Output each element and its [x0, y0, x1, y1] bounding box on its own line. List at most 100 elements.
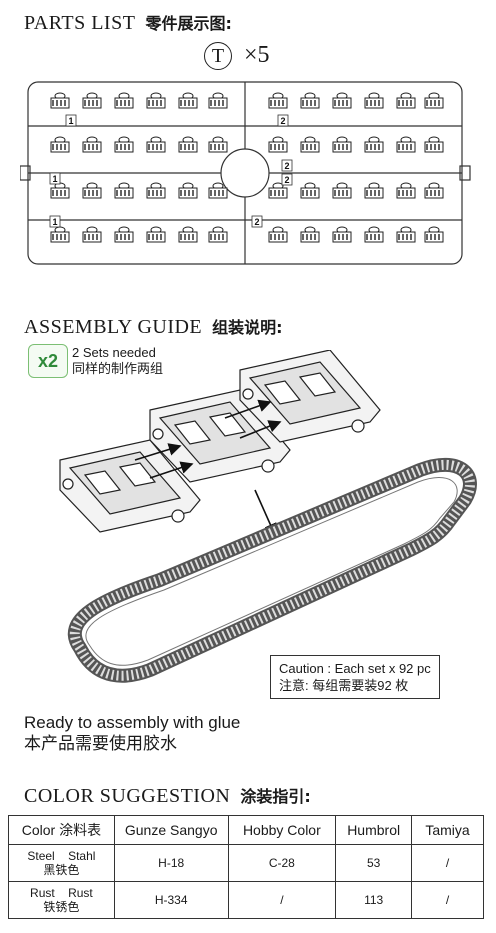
color-name-en: Rust: [30, 886, 55, 900]
caution-cn: 注意: 每组需要装92 枚: [279, 678, 409, 693]
sprue-track-link: [300, 182, 320, 199]
sprue-track-link: [396, 136, 416, 153]
sprue-track-link: [178, 182, 198, 199]
sprue-track-link: [268, 136, 288, 153]
col-header-tamiya: Tamiya: [411, 815, 484, 845]
sprue-track-link: [82, 182, 102, 199]
color-title-cn: 涂装指引:: [240, 787, 311, 806]
sprue-track-link: [396, 92, 416, 109]
sprue-track-link: [178, 226, 198, 243]
sprue-diagram: 1 2 2 2 2 1 1: [20, 81, 471, 265]
sprue-label: T ×5: [204, 42, 270, 70]
color-table: Color 涂料表 Gunze Sangyo Hobby Color Humbr…: [8, 815, 484, 919]
hobby-cell: /: [227, 881, 337, 919]
sprue-track-link: [396, 182, 416, 199]
sprue-track-link: [300, 226, 320, 243]
humbrol-cell: 113: [335, 881, 413, 919]
part-number-1c: 1: [53, 217, 58, 227]
assembly-title: ASSEMBLY GUIDE 组装说明:: [24, 314, 283, 339]
sprue-track-link: [424, 92, 444, 109]
assembly-diagram: [59, 350, 477, 683]
color-name-en: Steel: [27, 849, 55, 863]
sprue-track-link: [332, 136, 352, 153]
sets-needed-note: 2 Sets needed 同样的制作两组: [72, 345, 163, 377]
glue-note-en: Ready to assembly with glue: [24, 713, 241, 732]
sprue-track-link: [364, 182, 384, 199]
gunze-cell: H-334: [113, 881, 229, 919]
col-header-humbrol: Humbrol: [335, 815, 413, 845]
sprue-track-link: [208, 182, 228, 199]
table-row: Steel Stahl 黑铁色 H-18 C-28 53 /: [8, 844, 484, 882]
sprue-track-link: [114, 182, 134, 199]
sprue-track-link: [364, 226, 384, 243]
sprue-track-link: [208, 136, 228, 153]
sprue-track-link: [332, 92, 352, 109]
sprue-letter-badge: T: [204, 42, 232, 70]
sprue-center-gate: [220, 148, 270, 198]
parts-list-title-cn: 零件展示图:: [145, 14, 232, 33]
sprue-track-link: [208, 92, 228, 109]
part-number-2b: 2: [285, 161, 290, 171]
sprue-track-link: [332, 182, 352, 199]
color-name-cn: 铁锈色: [43, 900, 80, 914]
sprue-track-link: [178, 136, 198, 153]
color-name-de: Rust: [68, 886, 93, 900]
sprue-track-link: [114, 92, 134, 109]
sprue-track-link: [178, 92, 198, 109]
sprue-track-link: [114, 136, 134, 153]
sprue-track-link: [50, 226, 70, 243]
track-loop: [67, 457, 477, 683]
caution-en: Caution : Each set x 92 pc: [279, 661, 431, 676]
color-title: COLOR SUGGESTION 涂装指引:: [24, 783, 311, 808]
assembly-title-cn: 组装说明:: [212, 318, 283, 337]
color-name-cell: Steel Stahl 黑铁色: [8, 844, 115, 882]
sprue-track-link: [50, 92, 70, 109]
part-number-2c: 2: [285, 175, 290, 185]
part-number-2: 2: [281, 116, 286, 126]
hobby-cell: C-28: [227, 844, 337, 882]
sets-needed-en: 2 Sets needed: [72, 345, 156, 360]
assembly-title-en: ASSEMBLY GUIDE: [24, 316, 203, 338]
col-header-gunze: Gunze Sangyo: [113, 815, 229, 845]
glue-note-cn: 本产品需要使用胶水: [24, 734, 177, 753]
sprue-track-link: [364, 92, 384, 109]
sprue-track-links: [50, 92, 444, 243]
sprue-track-link: [208, 226, 228, 243]
sprue-track-link: [364, 136, 384, 153]
sprue-track-link: [300, 136, 320, 153]
sprue-track-link: [396, 226, 416, 243]
tamiya-cell: /: [411, 844, 484, 882]
sets-needed-cn: 同样的制作两组: [72, 361, 164, 376]
sprue-quantity: ×5: [244, 42, 270, 68]
sprue-track-link: [146, 182, 166, 199]
sprue-track-link: [146, 92, 166, 109]
sprue-track-link: [424, 226, 444, 243]
sprue-track-link: [146, 136, 166, 153]
color-name-cn: 黑铁色: [43, 863, 80, 877]
parts-list-title-en: PARTS LIST: [24, 12, 136, 34]
sprue-track-link: [82, 92, 102, 109]
sprue-track-link: [146, 226, 166, 243]
sprue-track-link: [424, 182, 444, 199]
track-link-group: [59, 350, 381, 533]
part-number-2d: 2: [255, 217, 260, 227]
part-number-1: 1: [69, 116, 74, 126]
color-name-de: Stahl: [68, 849, 96, 863]
parts-list-title: PARTS LIST 零件展示图:: [24, 10, 232, 35]
glue-note: Ready to assembly with glue 本产品需要使用胶水: [24, 712, 240, 754]
sprue-track-link: [50, 136, 70, 153]
sprue-track-link: [82, 226, 102, 243]
caution-box: Caution : Each set x 92 pc 注意: 每组需要装92 枚: [270, 655, 440, 699]
x2-badge: x2: [28, 344, 68, 378]
color-title-en: COLOR SUGGESTION: [24, 785, 231, 807]
track-link-right: [239, 350, 381, 443]
color-table-header: Color 涂料表 Gunze Sangyo Hobby Color Humbr…: [8, 815, 484, 845]
sprue-track-link: [50, 182, 70, 199]
col-header-hobby: Hobby Color: [227, 815, 337, 845]
tamiya-cell: /: [411, 881, 484, 919]
sprue-track-link: [268, 226, 288, 243]
humbrol-cell: 53: [335, 844, 413, 882]
sprue-track-link: [82, 136, 102, 153]
track-link-left: [59, 439, 201, 533]
sprue-track-link: [424, 136, 444, 153]
